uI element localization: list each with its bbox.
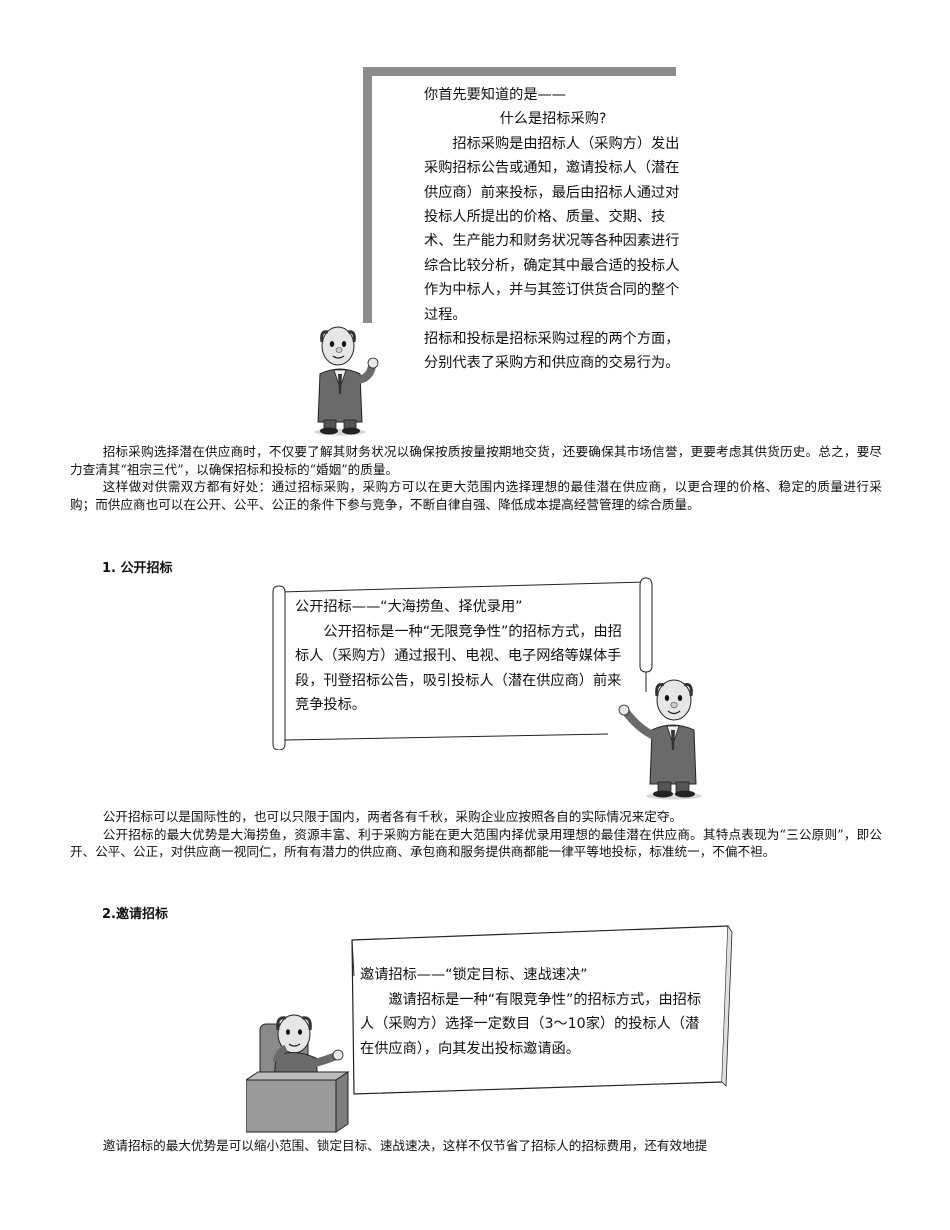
section-heading-open-tender: 1. 公开招标 (102, 561, 173, 576)
callout-note: 招标和投标是招标采购过程的两个方面，分别代表了采购方和供应商的交易行为。 (424, 331, 680, 372)
callout-title: 公开招标——“大海捞鱼、择优录用” (295, 599, 523, 615)
paragraph: 这样做对供需双方都有好处：通过招标采购，采购方可以在更大范围内选择理想的最佳潜在… (70, 479, 882, 512)
paragraph: 邀请招标的最大优势是可以缩小范围、锁定目标、速战速决，这样不仅节省了招标人的招标… (102, 1138, 708, 1153)
section-heading-invited-tender: 2.邀请招标 (102, 907, 168, 922)
callout-title: 邀请招标——“锁定目标、速战速决” (360, 967, 588, 983)
callout-question: 什么是招标采购? (499, 111, 607, 128)
cartoon-man-at-desk-illustration (246, 1014, 350, 1133)
callout-frame (363, 67, 676, 323)
callout-definition: 招标采购是由招标人（采购方）发出采购招标公告或通知，邀请投标人（潜在供应商）前来… (424, 135, 680, 323)
paragraph: 公开招标的最大优势是大海捞鱼，资源丰富、利于采购方能在更大范围内择优录用理想的最… (70, 826, 882, 860)
invited-tender-paragraphs: 邀请招标的最大优势是可以缩小范围、锁定目标、速战速决，这样不仅节省了招标人的招标… (70, 1137, 882, 1155)
callout-body: 公开招标是一种“无限竞争性”的招标方式，由招标人（采购方）通过报刊、电视、电子网… (295, 623, 622, 714)
paper-frame (351, 925, 733, 1095)
callout-intro: 你首先要知道的是—— (424, 87, 566, 103)
paragraph: 公开招标可以是国际性的，也可以只限于国内，两者各有千秋，采购企业应按照各自的实际… (102, 809, 683, 824)
intro-paragraphs: 招标采购选择潜在供应商时，不仅要了解其财务状况以确保按质按量按期地交货，还要确保… (70, 443, 882, 513)
scroll-frame (272, 577, 653, 750)
callout-open-tender: 公开招标——“大海捞鱼、择优录用” 公开招标是一种“无限竞争性”的招标方式，由招… (295, 595, 635, 718)
callout-what-is-tendering: 你首先要知道的是—— 什么是招标采购? 招标采购是由招标人（采购方）发出采购招标… (424, 83, 682, 376)
callout-body: 邀请招标是一种“有限竞争性”的招标方式，由招标人（采购方）选择一定数目（3～10… (360, 991, 702, 1057)
callout-invited-tender: 邀请招标——“锁定目标、速战速决” 邀请招标是一种“有限竞争性”的招标方式，由招… (360, 963, 710, 1061)
paragraph: 招标采购选择潜在供应商时，不仅要了解其财务状况以确保按质按量按期地交货，还要确保… (70, 444, 882, 477)
cartoon-man-illustration (618, 679, 702, 800)
cartoon-man-illustration (314, 326, 379, 436)
open-tender-paragraphs: 公开招标可以是国际性的，也可以只限于国内，两者各有千秋，采购企业应按照各自的实际… (70, 808, 882, 861)
